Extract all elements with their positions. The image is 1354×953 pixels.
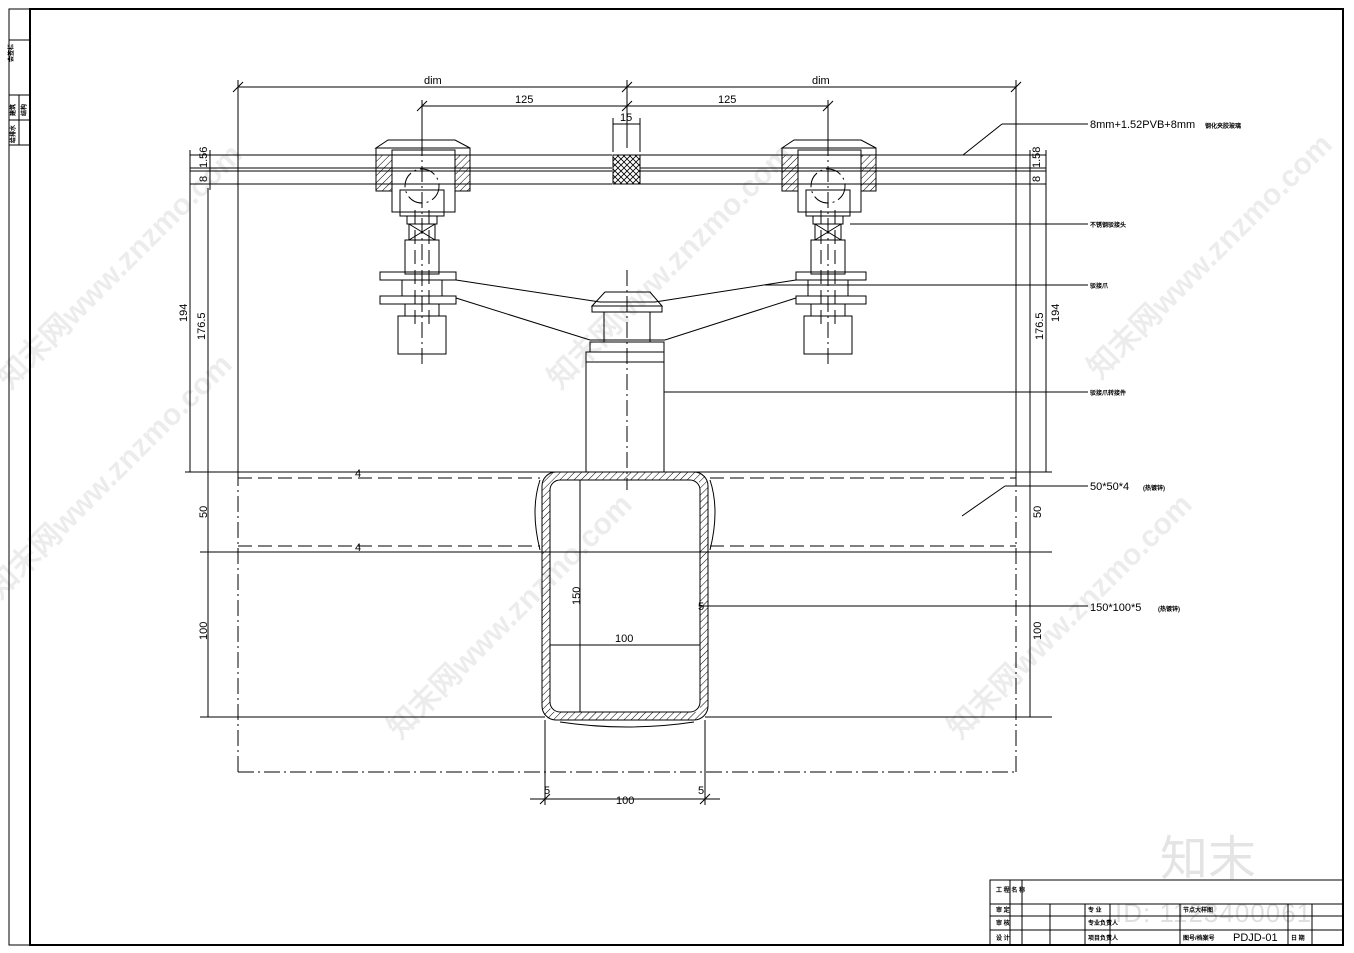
dim-label: 50: [1032, 506, 1044, 518]
dim-label: 176.5: [1034, 312, 1046, 340]
callout-glass-note: 钢化夹胶玻璃: [1205, 122, 1241, 130]
tb-row6: 图号/档案号: [1183, 934, 1215, 942]
tb-row2: 审 定: [996, 906, 1010, 914]
bottom-dimensions: 100 5 5: [530, 720, 720, 807]
right-spider-fitting: [780, 139, 877, 365]
dim-label: 100: [616, 795, 634, 807]
callouts: 8mm+1.52PVB+8mm 钢化夹胶玻璃 不锈钢驳接头 驳接爪 驳接爪转接件…: [664, 119, 1241, 614]
dim-label: 8: [198, 176, 210, 182]
callout-tube: 150*100*5: [1090, 602, 1141, 614]
dim-label: 5: [698, 785, 704, 797]
tb-col-b: 专业负责人: [1088, 919, 1119, 927]
watermark-brand: 知末: [1160, 831, 1256, 887]
dim-label: 5: [544, 785, 550, 797]
watermark-4: 知末网www.znzmo.com: [382, 488, 639, 745]
dim-label: 50: [198, 506, 210, 518]
dim-label: 8: [1031, 176, 1043, 182]
callout-support: 驳接爪转接件: [1090, 389, 1126, 397]
margin-item-1: 会签栏: [7, 44, 15, 62]
weld-label: 5: [698, 601, 704, 613]
dim-label: dim: [812, 75, 830, 87]
tb-row3: 审 核: [996, 919, 1010, 927]
dim-label: 125: [718, 94, 736, 106]
dim-label: 194: [178, 304, 190, 322]
tb-drawing-no: PDJD-01: [1233, 932, 1278, 944]
callout-tube-note: (热镀锌): [1158, 605, 1180, 613]
margin-item-2: 建筑: [9, 104, 17, 116]
tb-row1: 工 程 名 称: [996, 886, 1025, 894]
watermark-5: 知末网www.znzmo.com: [1082, 128, 1339, 385]
dim-label: 100: [615, 633, 633, 645]
dim-label: dim: [424, 75, 442, 87]
side-dimensions: 194 176.5 194 176.5 50 50 100 100: [178, 150, 1062, 718]
top-dimension-labels: dim dim 125 125 15: [424, 75, 830, 124]
tb-col-a: 专 业: [1088, 906, 1102, 914]
dim-label: 100: [1032, 622, 1044, 640]
dim-label: 176.5: [196, 312, 208, 340]
watermark-layer: 知末网www.znzmo.com 知末网www.znzmo.com 知末网www…: [0, 128, 1339, 928]
central-support: [585, 270, 665, 490]
glass-thickness-dims: 8 1.56 8 1.58: [198, 147, 1043, 190]
top-dimensions: [232, 80, 1022, 470]
callout-glass: 8mm+1.52PVB+8mm: [1090, 119, 1195, 131]
margin-labels: 会签栏 建筑 结构 给排水: [7, 44, 28, 143]
left-spider-fitting: [374, 139, 471, 365]
glass-panel: [190, 154, 1046, 185]
watermark-id: ID: 1123400061: [1115, 898, 1312, 928]
tb-drawing-name: 节点大样图: [1183, 906, 1213, 914]
tb-date-label: 日 期: [1291, 934, 1305, 942]
callout-angle: 50*50*4: [1090, 481, 1129, 493]
dim-label: 15: [620, 112, 632, 124]
angle-steel: 4 4: [237, 468, 1017, 773]
dim-label: 194: [1050, 304, 1062, 322]
dim-label: 1.58: [1031, 147, 1043, 168]
sheet-frame: [8, 8, 1344, 946]
steel-tube: 150 100 5: [534, 471, 716, 728]
weld-label: 4: [355, 468, 361, 480]
dim-label: 125: [515, 94, 533, 106]
weld-label: 4: [355, 542, 361, 554]
dim-label: 150: [571, 587, 583, 605]
margin-item-4: 给排水: [9, 124, 17, 143]
tb-col-c: 项目负责人: [1088, 934, 1119, 942]
watermark-6: 知末网www.znzmo.com: [942, 488, 1199, 745]
margin-item-3: 结构: [20, 104, 28, 116]
dim-label: 100: [198, 622, 210, 640]
callout-claw: 驳接爪: [1090, 282, 1109, 290]
watermark-2: 知末网www.znzmo.com: [0, 348, 239, 605]
tb-row5: 设 计: [996, 934, 1010, 942]
watermark-3: 知末网www.znzmo.com: [542, 138, 799, 395]
title-block: 工 程 名 称 审 定 审 核 设 计 专 业 专业负责人 项目负责人 节点大样…: [989, 879, 1344, 946]
dim-label: 1.56: [198, 147, 210, 168]
callout-bolt: 不锈钢驳接头: [1090, 221, 1126, 229]
callout-angle-note: (热镀锌): [1143, 484, 1165, 492]
